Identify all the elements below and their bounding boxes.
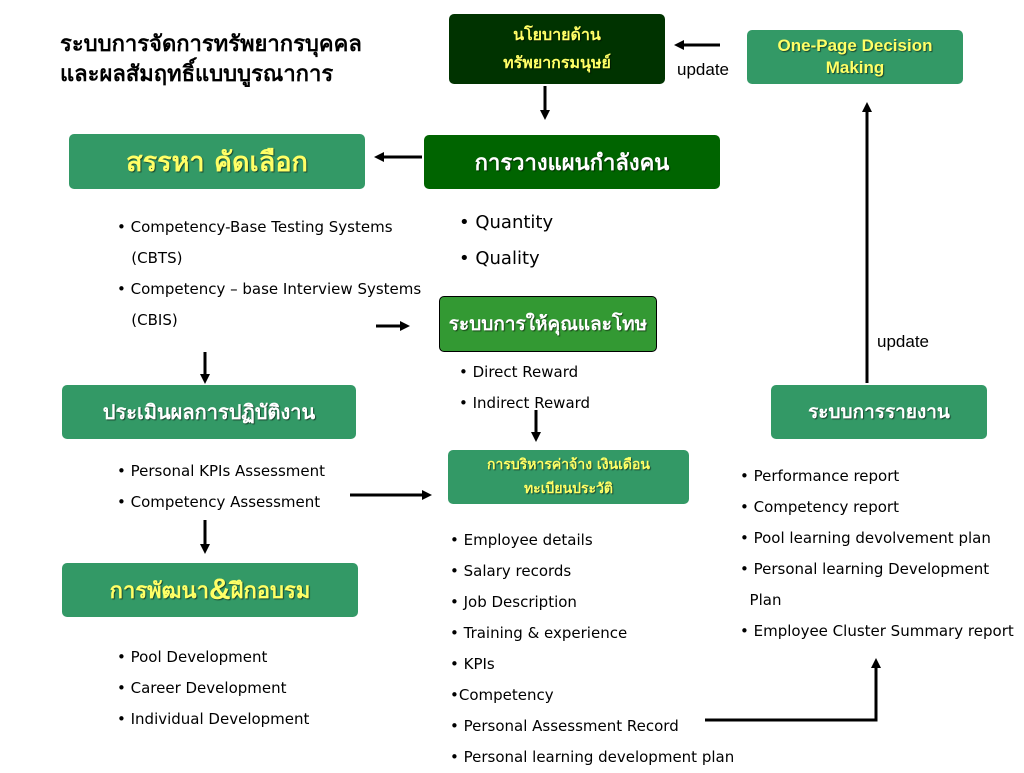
- list-item: • Performance report: [740, 467, 900, 485]
- list-item: • Career Development: [117, 679, 287, 697]
- list-item: • Quantity: [459, 212, 554, 233]
- hr-policy-line-2: ทรัพยากรมนุษย์: [503, 53, 611, 72]
- training-text-1: การพัฒนา: [109, 577, 209, 604]
- list-item: (CBIS): [117, 311, 178, 329]
- ampersand: &: [208, 573, 231, 606]
- training-development-box: การพัฒนา & ฝึกอบรม: [62, 563, 358, 617]
- recruit-list: • Competency-Base Testing Systems (CBTS)…: [117, 212, 421, 336]
- title-line-1: ระบบการจัดการทรัพยากรบุคคล: [60, 32, 362, 57]
- list-item: • Salary records: [450, 562, 572, 580]
- list-item: • Personal Assessment Record: [450, 717, 679, 735]
- list-item: • KPIs: [450, 655, 495, 673]
- payroll-list: • Employee details • Salary records • Jo…: [450, 525, 734, 773]
- list-item: • Competency – base Interview Systems: [117, 280, 422, 298]
- list-item: Plan: [740, 591, 782, 609]
- decision-line-1: One-Page Decision: [777, 36, 933, 55]
- recruitment-box: สรรหา คัดเลือก: [69, 134, 365, 189]
- list-item: • Direct Reward: [459, 363, 579, 381]
- planning-list: • Quantity • Quality: [459, 205, 553, 277]
- hr-policy-box: นโยบายด้าน ทรัพยากรมนุษย์: [449, 14, 665, 84]
- training-list: • Pool Development • Career Development …: [117, 642, 309, 735]
- list-item: • Personal learning development plan: [450, 748, 735, 766]
- payroll-records-box: การบริหารค่าจ้าง เงินเดือน ทะเบียนประวัต…: [448, 450, 689, 504]
- title-line-2: และผลสัมฤทธิ์แบบบูรณาการ: [60, 62, 334, 87]
- update-label-top: update: [677, 60, 729, 79]
- list-item: • Competency Assessment: [117, 493, 321, 511]
- appraisal-list: • Personal KPIs Assessment • Competency …: [117, 456, 325, 518]
- reward-list: • Direct Reward • Indirect Reward: [459, 357, 590, 419]
- list-item: (CBTS): [117, 249, 183, 267]
- report-list: • Performance report • Competency report…: [740, 461, 1014, 647]
- list-item: • Job Description: [450, 593, 577, 611]
- list-item: • Indirect Reward: [459, 394, 591, 412]
- update-label-right: update: [877, 332, 929, 351]
- list-item: • Quality: [459, 248, 540, 269]
- list-item: • Individual Development: [117, 710, 310, 728]
- list-item: • Personal learning Development: [740, 560, 990, 578]
- decision-line-2: Making: [825, 58, 885, 77]
- training-text-2: ฝึกอบรม: [230, 577, 311, 604]
- arrow-payroll-to-report: [705, 658, 881, 722]
- list-item: • Pool Development: [117, 648, 268, 666]
- list-item: • Pool learning devolvement plan: [740, 529, 991, 547]
- workforce-planning-box: การวางแผนกำลังคน: [424, 135, 720, 189]
- hr-policy-line-1: นโยบายด้าน: [513, 25, 601, 44]
- list-item: • Personal KPIs Assessment: [117, 462, 326, 480]
- diagram-title: ระบบการจัดการทรัพยากรบุคคล และผลสัมฤทธิ์…: [60, 30, 362, 90]
- list-item: • Employee details: [450, 531, 593, 549]
- decision-making-box: One-Page Decision Making: [747, 30, 963, 84]
- list-item: • Competency report: [740, 498, 899, 516]
- reward-system-box: ระบบการให้คุณและโทษ: [439, 296, 657, 352]
- payroll-line-1: การบริหารค่าจ้าง เงินเดือน: [487, 457, 650, 473]
- reporting-system-box: ระบบการรายงาน: [771, 385, 987, 439]
- list-item: • Competency-Base Testing Systems: [117, 218, 393, 236]
- list-item: • Training & experience: [450, 624, 628, 642]
- payroll-line-2: ทะเบียนประวัติ: [523, 481, 614, 497]
- list-item: •Competency: [450, 686, 554, 704]
- list-item: • Employee Cluster Summary report: [740, 622, 1014, 640]
- performance-appraisal-box: ประเมินผลการปฏิบัติงาน: [62, 385, 356, 439]
